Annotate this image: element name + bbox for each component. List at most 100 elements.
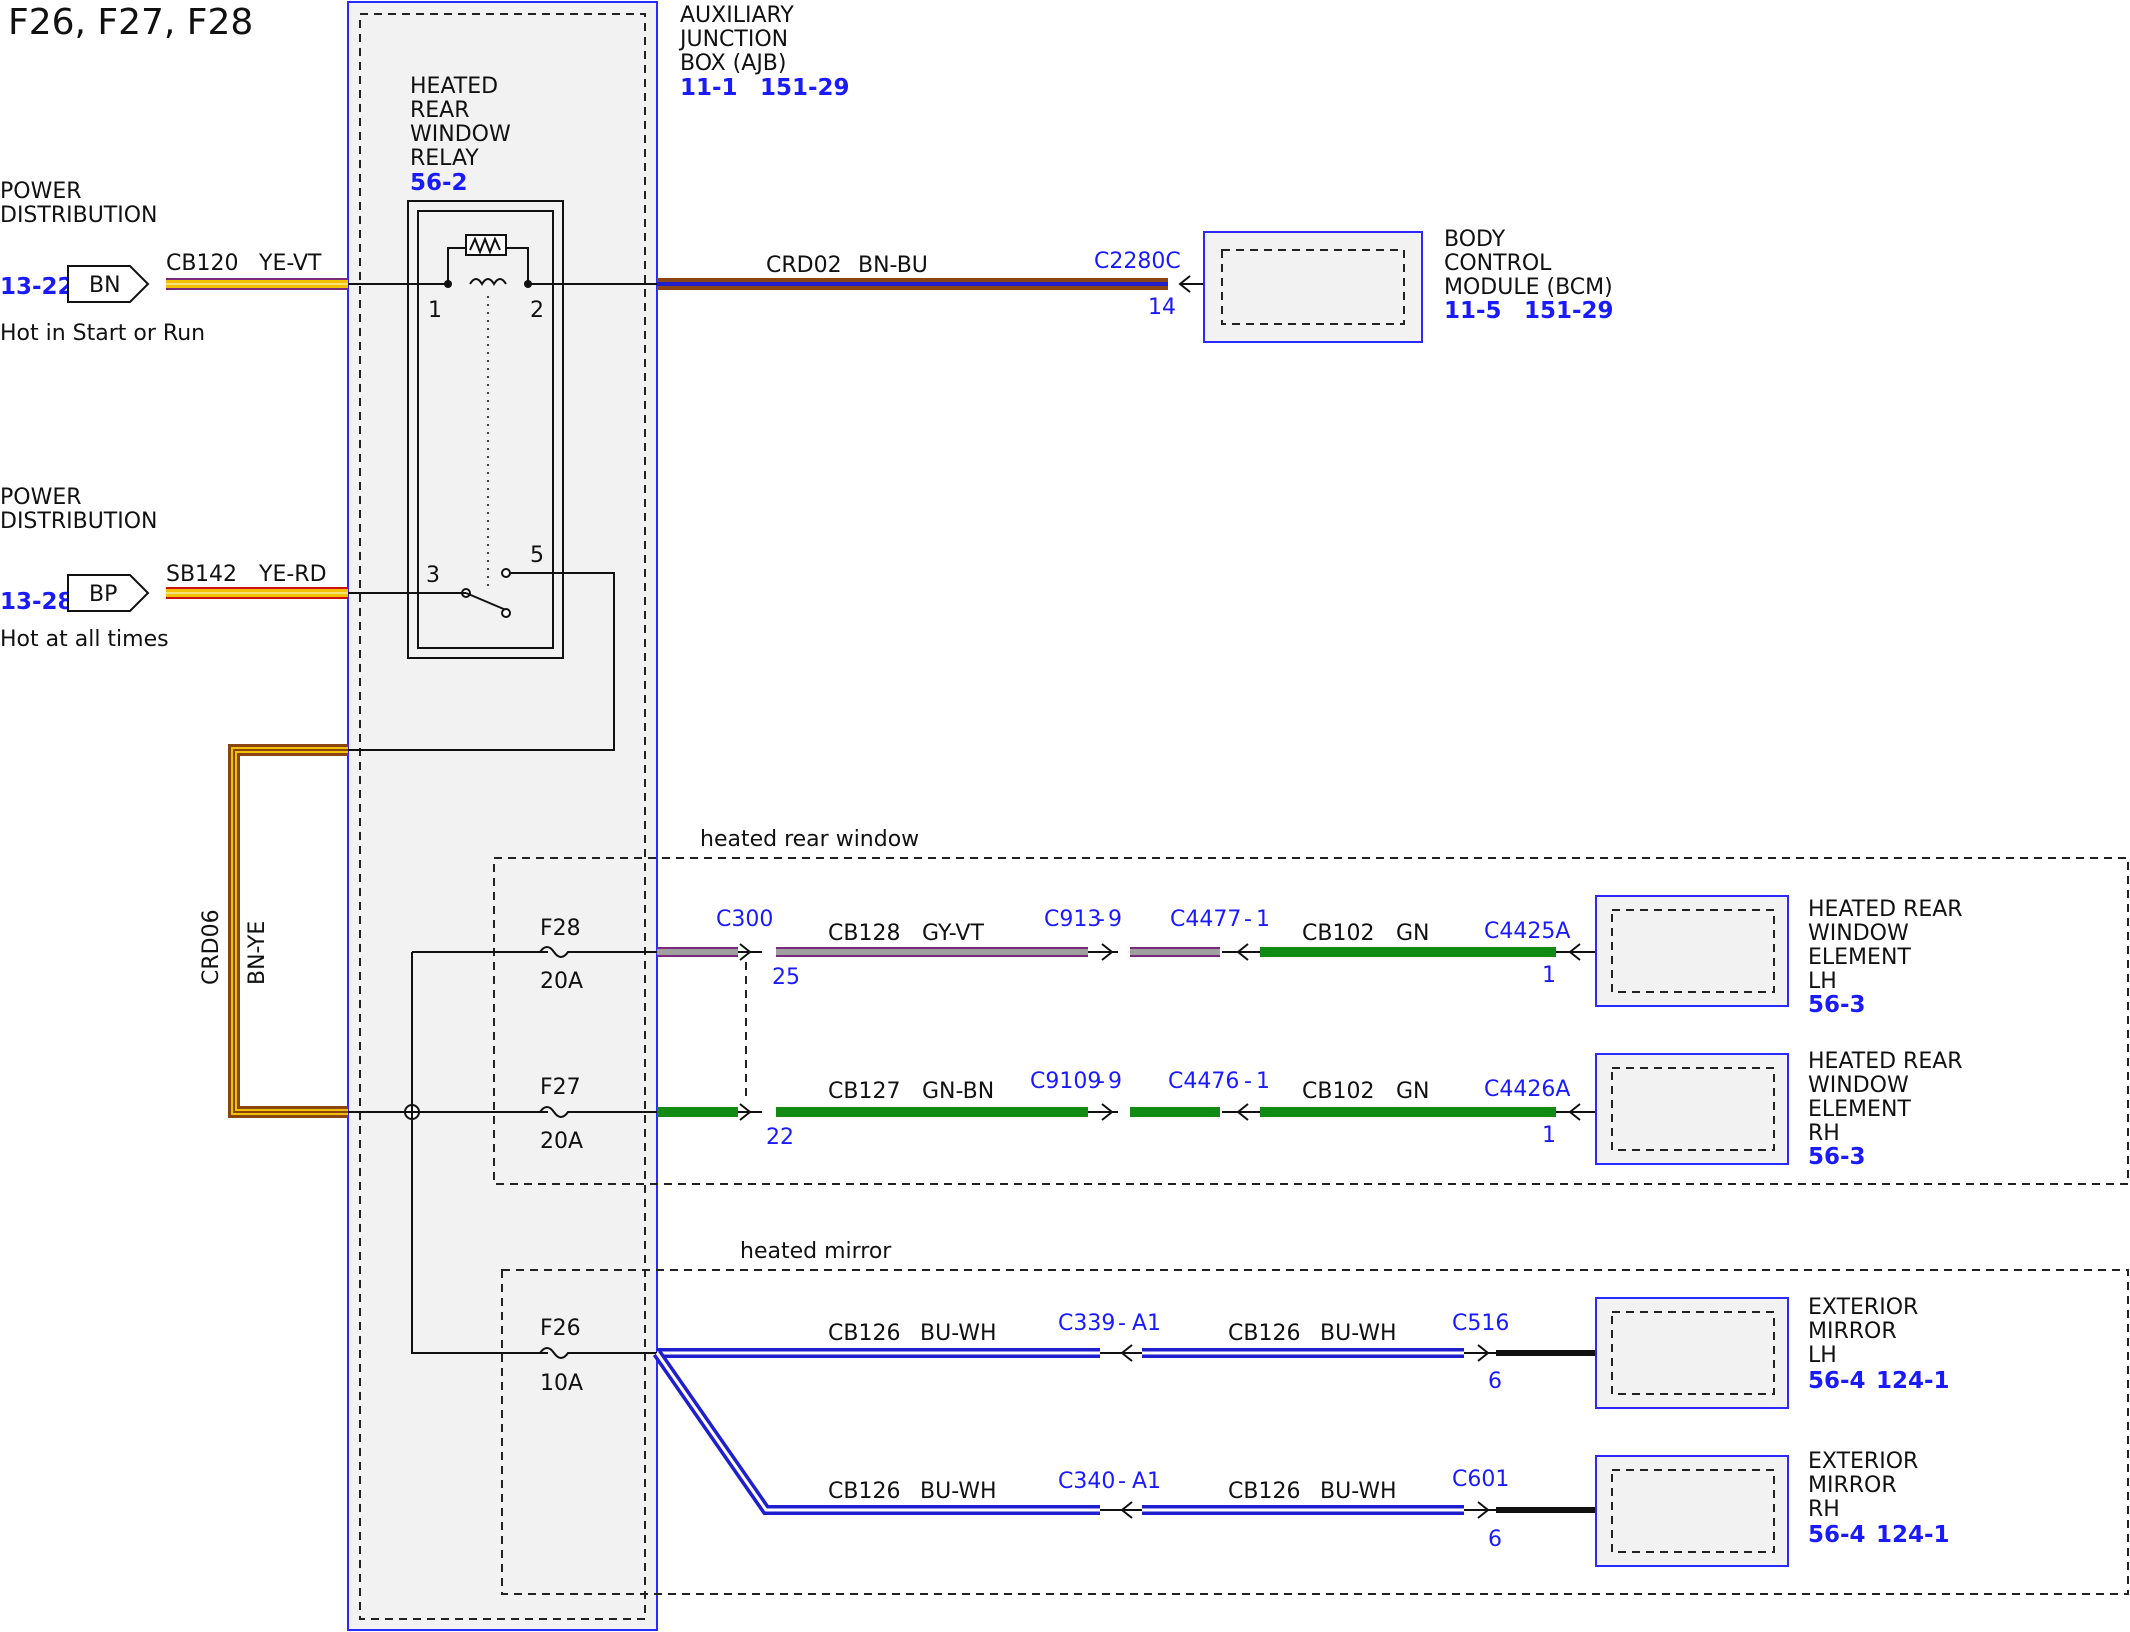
svg-text:EXTERIOR: EXTERIOR <box>1808 1449 1918 1474</box>
connector-c4426a: C4426A <box>1484 1077 1570 1102</box>
heated-rear-window-element-rh <box>1595 1053 1789 1165</box>
circuit-cb120: CB120 <box>166 251 238 276</box>
svg-text:POWER: POWER <box>0 179 82 204</box>
pin-22: 22 <box>766 1125 794 1150</box>
svg-text:LH: LH <box>1808 1343 1837 1368</box>
color-gn-lh: GN <box>1396 921 1430 946</box>
svg-text:-: - <box>1097 1069 1105 1094</box>
mirror-rh-ref-2: 124-1 <box>1876 1522 1950 1548</box>
relay-label: HEATED REAR WINDOW RELAY 56-2 1 2 3 5 <box>410 74 544 588</box>
power-note-1: Hot in Start or Run <box>0 321 205 346</box>
heated-rear-window-relay <box>407 200 564 659</box>
svg-text:20A: 20A <box>540 969 583 994</box>
color-ye-rd: YE-RD <box>258 562 327 587</box>
heated-rear-window-section <box>493 857 2129 1185</box>
mirror-lh-labels: CB126 BU-WH C339 A1 CB126 BU-WH C516 6 <box>828 1311 1509 1394</box>
svg-text:9: 9 <box>1108 1069 1122 1094</box>
color-bn-ye: BN-YE <box>245 921 270 985</box>
svg-text:BODY: BODY <box>1444 227 1506 252</box>
fuse-f26: F26 10A <box>539 1316 657 1396</box>
color-gy-vt: GY-VT <box>922 921 984 946</box>
svg-text:10A: 10A <box>540 1371 583 1396</box>
wire-crd06 <box>228 744 348 1118</box>
heated-rear-window-element-lh <box>1595 895 1789 1007</box>
fuse-f27: F27 20A <box>539 1075 657 1154</box>
svg-text:-: - <box>1097 907 1105 932</box>
power-ref-2: 13-28 <box>0 589 74 615</box>
svg-text:POWER: POWER <box>0 485 82 510</box>
svg-text:HEATED: HEATED <box>410 74 498 99</box>
mirror-rh-ref-1: 56-4 <box>1808 1522 1866 1548</box>
svg-text:ELEMENT: ELEMENT <box>1808 1097 1911 1122</box>
power-tag-bp-text: BP <box>89 582 117 607</box>
svg-text:-: - <box>1244 1069 1252 1094</box>
svg-text:1: 1 <box>1542 1123 1556 1148</box>
svg-text:A1: A1 <box>1132 1469 1161 1494</box>
circuit-cb126-rh-2: CB126 <box>1228 1479 1300 1504</box>
svg-text:CONTROL: CONTROL <box>1444 251 1552 276</box>
mirror-wires <box>652 1344 1612 1519</box>
rear-rh-labels: 22 CB127 GN-BN C9109 9 C4476 1 CB102 GN … <box>766 1069 1570 1150</box>
svg-text:HEATED REAR: HEATED REAR <box>1808 897 1963 922</box>
pin-25: 25 <box>772 965 800 990</box>
svg-text:6: 6 <box>1488 1369 1502 1394</box>
svg-text:ELEMENT: ELEMENT <box>1808 945 1911 970</box>
mirror-lh-label: EXTERIOR MIRROR LH 56-4 124-1 <box>1808 1295 1950 1394</box>
rear-rh-wires <box>657 1103 1612 1121</box>
circuit-crd06: CRD06 <box>199 909 224 985</box>
relay-pin-2: 2 <box>530 298 544 323</box>
connector-c516: C516 <box>1452 1311 1509 1336</box>
fuse-f28: F28 20A <box>539 916 657 994</box>
mirror-rh-labels: CB126 BU-WH C340 A1 CB126 BU-WH C601 6 <box>828 1467 1509 1552</box>
svg-text:F28: F28 <box>540 916 581 941</box>
circuit-cb102-lh: CB102 <box>1302 921 1374 946</box>
svg-text:MIRROR: MIRROR <box>1808 1319 1897 1344</box>
circuit-cb126-lh-2: CB126 <box>1228 1321 1300 1346</box>
svg-text:WINDOW: WINDOW <box>410 122 511 147</box>
svg-text:1: 1 <box>1542 963 1556 988</box>
svg-text:WINDOW: WINDOW <box>1808 1073 1909 1098</box>
circuit-cb126-rh-1: CB126 <box>828 1479 900 1504</box>
svg-text:DISTRIBUTION: DISTRIBUTION <box>0 203 158 228</box>
bcm-label: BODY CONTROL MODULE (BCM) 11-5 151-29 <box>1444 227 1614 324</box>
connector-c2280c: C2280C <box>1094 249 1181 274</box>
connector-c340: C340 <box>1058 1469 1115 1494</box>
diagram-title: F26, F27, F28 <box>8 2 253 43</box>
svg-text:EXTERIOR: EXTERIOR <box>1808 1295 1918 1320</box>
power-note-2: Hot at all times <box>0 627 169 652</box>
svg-text:20A: 20A <box>540 1129 583 1154</box>
ajb-ref-1: 11-1 <box>680 75 738 101</box>
rear-lh-labels: C300 25 CB128 GY-VT C913 9 C4477 1 CB102… <box>716 907 1570 990</box>
svg-text:RELAY: RELAY <box>410 146 479 171</box>
heated-mirror-section <box>501 1269 2129 1595</box>
circuit-cb128: CB128 <box>828 921 900 946</box>
svg-text:JUNCTION: JUNCTION <box>678 27 788 52</box>
mirror-rh-label: EXTERIOR MIRROR RH 56-4 124-1 <box>1808 1449 1950 1548</box>
rear-lh-element-label: HEATED REAR WINDOW ELEMENT LH 56-3 <box>1808 897 1963 1018</box>
connector-c4477: C4477 <box>1170 907 1241 932</box>
color-bu-wh-lh-1: BU-WH <box>920 1321 997 1346</box>
color-gn-bn: GN-BN <box>922 1079 994 1104</box>
bcm-ref-2: 151-29 <box>1524 298 1614 324</box>
relay-pin-1: 1 <box>428 298 442 323</box>
connector-c601: C601 <box>1452 1467 1509 1492</box>
svg-text:MIRROR: MIRROR <box>1808 1473 1897 1498</box>
section-heated-mirror: heated mirror <box>740 1239 892 1264</box>
svg-text:REAR: REAR <box>410 98 470 123</box>
svg-text:-: - <box>1244 907 1252 932</box>
pin-14: 14 <box>1148 295 1176 320</box>
rear-lh-wires <box>657 943 1612 961</box>
connector-c300: C300 <box>716 907 773 932</box>
ajb-ref-2: 151-29 <box>760 75 850 101</box>
svg-text:A1: A1 <box>1132 1311 1161 1336</box>
power-tag-bn-text: BN <box>89 273 121 298</box>
rear-rh-element-label: HEATED REAR WINDOW ELEMENT RH 56-3 <box>1808 1049 1963 1170</box>
color-ye-vt: YE-VT <box>258 251 322 276</box>
power-tag-bp <box>67 574 150 612</box>
color-bn-bu: BN-BU <box>858 253 928 278</box>
svg-text:F26: F26 <box>540 1316 581 1341</box>
svg-text:-: - <box>1118 1469 1126 1494</box>
mirror-lh-ref-1: 56-4 <box>1808 1368 1866 1394</box>
connector-c913: C913 <box>1044 907 1101 932</box>
svg-text:LH: LH <box>1808 969 1837 994</box>
